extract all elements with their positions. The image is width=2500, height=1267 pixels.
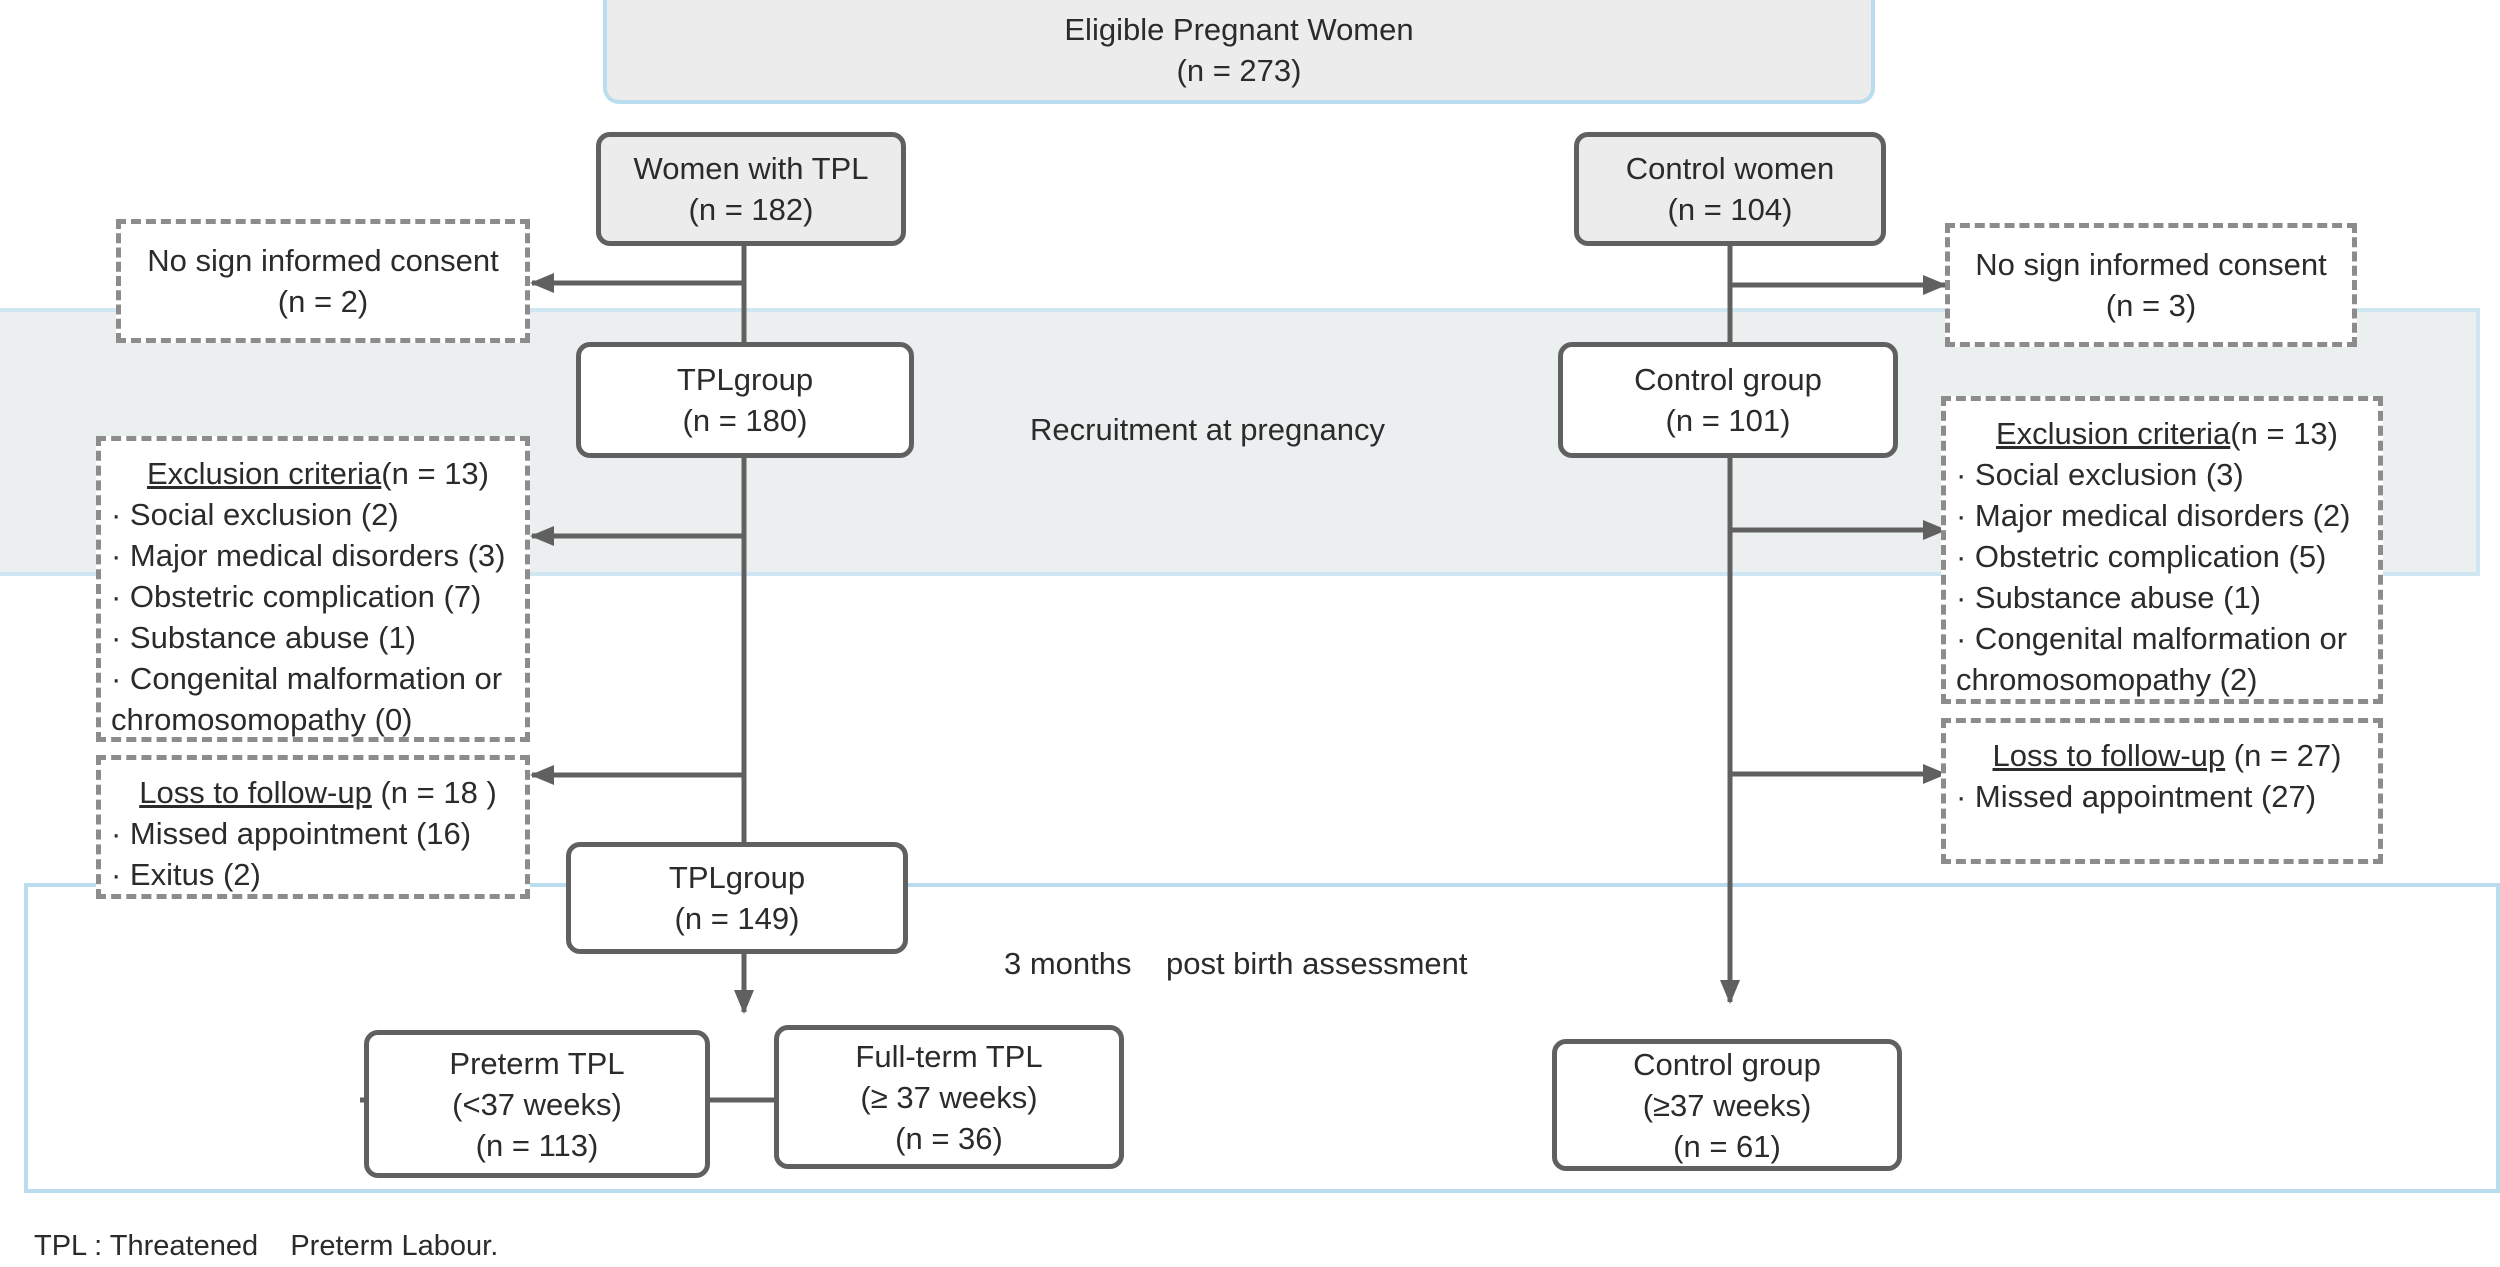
tpl-group-box: TPLgroup (n = 180) — [576, 342, 914, 458]
right-consent-box: No sign informed consent (n = 3) — [1945, 223, 2357, 347]
left-loss-count: (n = 18 ) — [371, 775, 497, 810]
left-exclusion-count: (n = 13) — [381, 456, 489, 491]
women-tpl-box: Women with TPL (n = 182) — [596, 132, 906, 246]
eligible-women-box: Eligible Pregnant Women (n = 273) — [603, 0, 1875, 104]
left-consent-box: No sign informed consent (n = 2) — [116, 219, 530, 343]
right-exclusion-heading-line: Exclusion criteria(n = 13) — [1996, 413, 2338, 454]
tpl-followup-title: TPLgroup — [668, 860, 806, 895]
left-exclusion-item: · Social exclusion (2) — [111, 497, 399, 532]
control-group-box: Control group (n = 101) — [1558, 342, 1898, 458]
left-exclusion-heading: Exclusion criteria — [146, 456, 382, 491]
control-final-count: (n = 61) — [1673, 1128, 1781, 1164]
preterm-box: Preterm TPL (<37 weeks) (n = 113) — [364, 1030, 710, 1178]
left-loss-box: Loss to follow-up (n = 18 ) · Missed app… — [96, 755, 530, 899]
footnote: TPL : Threatened Preterm Labour. — [34, 1230, 499, 1262]
eligible-count: (n = 273) — [1176, 53, 1302, 88]
control-group-title: Control group — [1634, 362, 1822, 397]
control-women-box: Control women (n = 104) — [1574, 132, 1886, 246]
left-loss-item: · Missed appointment (16) — [111, 816, 472, 851]
control-women-count: (n = 104) — [1667, 192, 1793, 227]
right-exclusion-item: · Major medical disorders (2) — [1956, 498, 2351, 533]
recruitment-label: Recruitment at pregnancy — [1030, 412, 1385, 447]
tpl-group-title: TPLgroup — [676, 362, 814, 397]
women-tpl-title: Women with TPL — [633, 151, 869, 186]
women-tpl-count: (n = 182) — [688, 192, 814, 227]
right-consent-title: No sign informed consent — [1975, 247, 2327, 282]
fullterm-box: Full-term TPL (≥ 37 weeks) (n = 36) — [774, 1025, 1124, 1169]
left-exclusion-heading-line: Exclusion criteria(n = 13) — [147, 453, 489, 494]
left-exclusion-item: · Substance abuse (1) — [111, 620, 417, 655]
preterm-weeks: (<37 weeks) — [452, 1086, 622, 1122]
left-consent-title: No sign informed consent — [147, 243, 499, 278]
eligible-title: Eligible Pregnant Women — [1064, 12, 1414, 47]
right-loss-item: · Missed appointment (27) — [1956, 779, 2317, 814]
control-group-count: (n = 101) — [1665, 403, 1791, 438]
tpl-group-count: (n = 180) — [682, 403, 808, 438]
left-loss-heading-line: Loss to follow-up (n = 18 ) — [139, 772, 497, 813]
fullterm-title: Full-term TPL — [855, 1038, 1043, 1074]
left-exclusion-item: · Obstetric complication (7) — [111, 579, 482, 614]
left-exclusion-item: · Congenital malformation or — [111, 661, 503, 696]
control-final-weeks: (≥37 weeks) — [1642, 1087, 1812, 1123]
right-loss-heading-line: Loss to follow-up (n = 27) — [1993, 735, 2342, 776]
control-women-title: Control women — [1625, 151, 1835, 186]
right-loss-box: Loss to follow-up (n = 27) · Missed appo… — [1941, 718, 2383, 864]
left-consent-count: (n = 2) — [277, 284, 369, 319]
right-exclusion-item: · Substance abuse (1) — [1956, 580, 2262, 615]
assessment-label: 3 months post birth assessment — [1004, 946, 1468, 981]
right-exclusion-box: Exclusion criteria(n = 13) · Social excl… — [1941, 396, 2383, 704]
right-exclusion-item: · Social exclusion (3) — [1956, 457, 2244, 492]
tpl-followup-count: (n = 149) — [674, 901, 800, 936]
right-consent-count: (n = 3) — [2105, 288, 2197, 323]
right-exclusion-count: (n = 13) — [2230, 416, 2338, 451]
left-loss-item: · Exitus (2) — [111, 857, 261, 892]
fullterm-weeks: (≥ 37 weeks) — [860, 1079, 1038, 1115]
preterm-count: (n = 113) — [475, 1127, 599, 1163]
right-exclusion-item: · Obstetric complication (5) — [1956, 539, 2327, 574]
fullterm-count: (n = 36) — [895, 1120, 1003, 1156]
right-exclusion-heading: Exclusion criteria — [1995, 416, 2231, 451]
control-final-title: Control group — [1633, 1046, 1821, 1082]
left-exclusion-item: chromosomopathy (0) — [111, 702, 413, 737]
left-loss-heading: Loss to follow-up — [139, 775, 372, 810]
right-loss-count: (n = 27) — [2225, 738, 2342, 773]
right-exclusion-item: · Congenital malformation or — [1956, 621, 2348, 656]
left-exclusion-box: Exclusion criteria(n = 13) · Social excl… — [96, 436, 530, 742]
right-loss-heading: Loss to follow-up — [1992, 738, 2226, 773]
tpl-followup-box: TPLgroup (n = 149) — [566, 842, 908, 954]
control-final-box: Control group (≥37 weeks) (n = 61) — [1552, 1039, 1902, 1171]
preterm-title: Preterm TPL — [449, 1045, 625, 1081]
right-exclusion-item: chromosomopathy (2) — [1956, 662, 2258, 697]
left-exclusion-item: · Major medical disorders (3) — [111, 538, 506, 573]
